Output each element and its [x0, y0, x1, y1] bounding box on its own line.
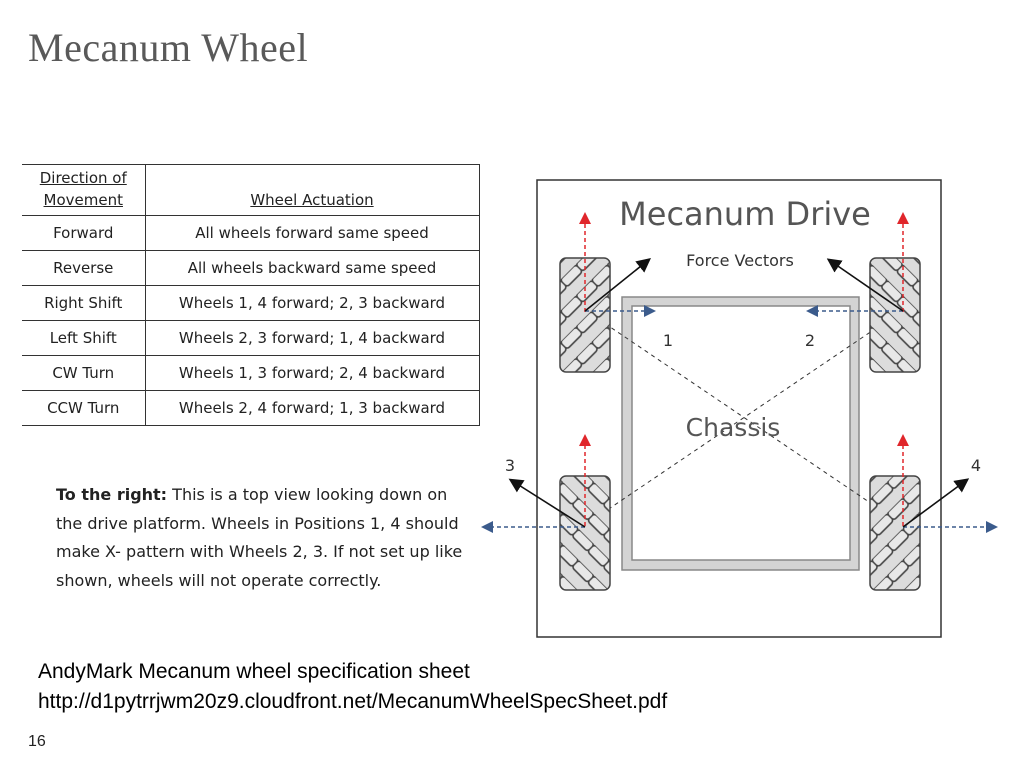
note-body: This is a top view looking down on the d…	[56, 485, 463, 590]
wheel-4	[869, 475, 921, 591]
actuation-cell: All wheels forward same speed	[144, 215, 480, 251]
force-vector	[508, 478, 586, 528]
table-row: CW Turn Wheels 1, 3 forward; 2, 4 backwa…	[22, 355, 480, 391]
force-vector	[584, 257, 651, 312]
force-vector	[826, 258, 904, 312]
chassis-label: Chassis	[686, 413, 781, 442]
diagram-title: Mecanum Drive	[619, 195, 871, 233]
chassis	[621, 296, 860, 571]
wheel-label-3: 3	[505, 456, 515, 475]
actuation-cell: Wheels 2, 4 forward; 1, 3 backward	[144, 390, 480, 426]
direction-cell: CCW Turn	[22, 390, 146, 426]
table-row: Left Shift Wheels 2, 3 forward; 1, 4 bac…	[22, 320, 480, 356]
table-row: Reverse All wheels backward same speed	[22, 250, 480, 286]
direction-cell: Left Shift	[22, 320, 146, 356]
wheel-2	[869, 257, 921, 373]
actuation-cell: All wheels backward same speed	[144, 250, 480, 286]
wheel-1	[559, 257, 611, 373]
force-vector	[902, 478, 970, 528]
source-title: AndyMark Mecanum wheel specification she…	[38, 660, 470, 683]
slide-title: Mecanum Wheel	[28, 25, 309, 70]
mecanum-drive-diagram: Mecanum Drive Force Vectors Chassis 1 2 …	[481, 179, 998, 638]
wheel-label-2: 2	[805, 331, 815, 350]
table-row: Right Shift Wheels 1, 4 forward; 2, 3 ba…	[22, 285, 480, 321]
page-number: 16	[28, 733, 46, 750]
wheel-3	[559, 475, 611, 591]
explanation-note: To the right: This is a top view looking…	[56, 481, 476, 595]
wheel-label-4: 4	[971, 456, 981, 475]
wheel-label-1: 1	[663, 331, 673, 350]
direction-cell: Forward	[22, 215, 146, 251]
actuation-cell: Wheels 2, 3 forward; 1, 4 backward	[144, 320, 480, 356]
direction-cell: Reverse	[22, 250, 146, 286]
table-row: Forward All wheels forward same speed	[22, 215, 480, 251]
direction-cell: Right Shift	[22, 285, 146, 321]
header-actuation: Wheel Actuation	[144, 164, 480, 216]
source-url[interactable]: http://d1pytrrjwm20z9.cloudfront.net/Mec…	[38, 690, 668, 713]
actuation-cell: Wheels 1, 3 forward; 2, 4 backward	[144, 355, 480, 391]
actuation-cell: Wheels 1, 4 forward; 2, 3 backward	[144, 285, 480, 321]
source-citation: AndyMark Mecanum wheel specification she…	[38, 657, 667, 717]
note-lead: To the right:	[56, 485, 168, 504]
direction-cell: CW Turn	[22, 355, 146, 391]
table-row: CCW Turn Wheels 2, 4 forward; 1, 3 backw…	[22, 390, 480, 426]
force-vectors-label: Force Vectors	[686, 251, 794, 270]
